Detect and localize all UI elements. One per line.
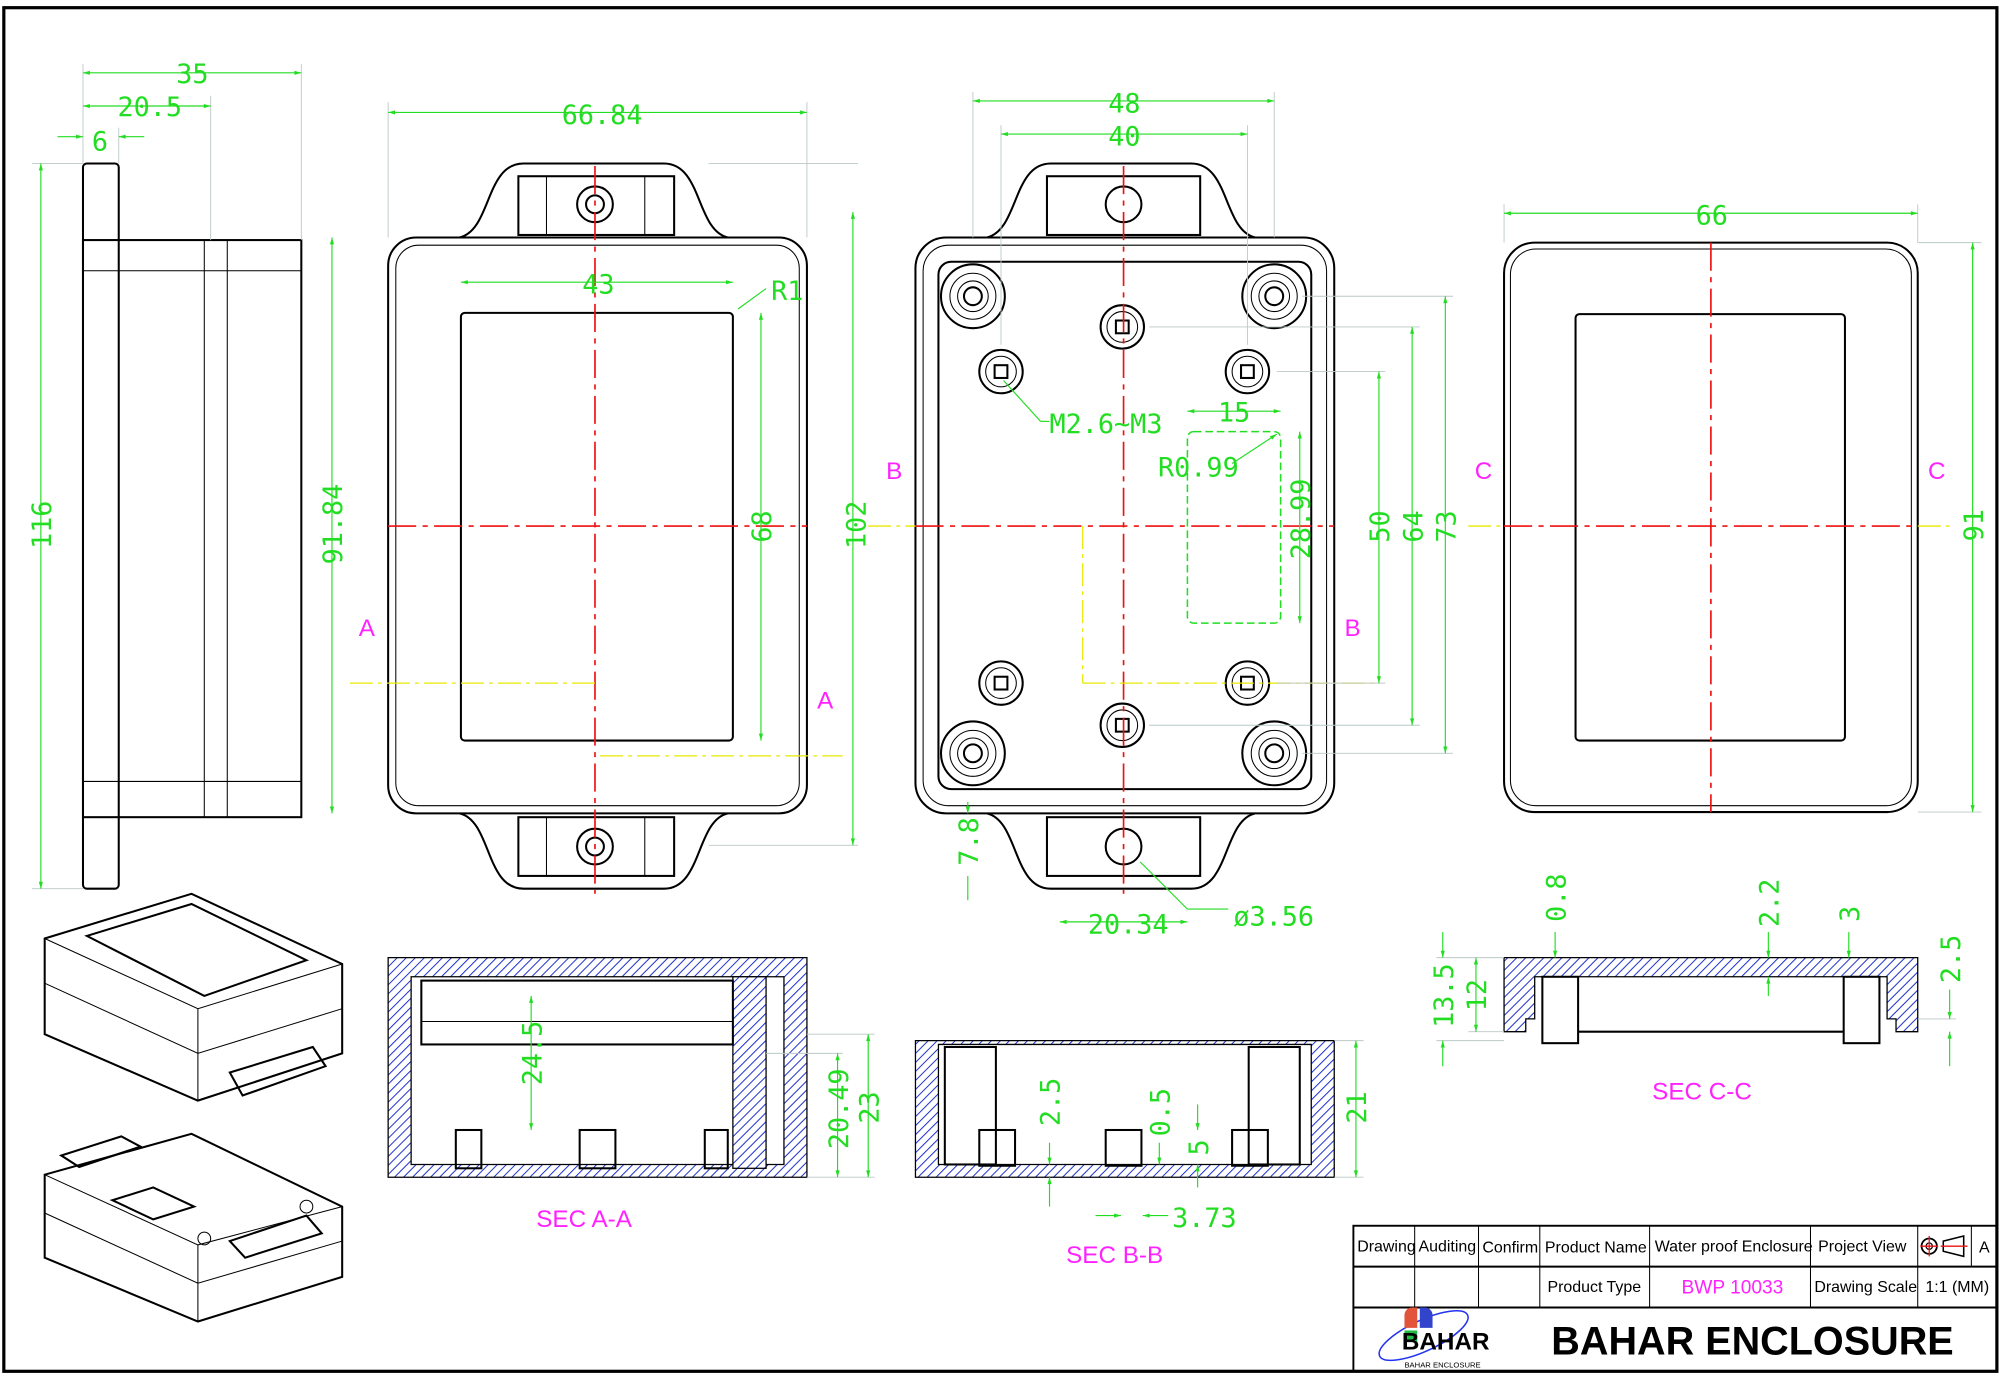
dim-91-84: 91.84 [318, 484, 349, 565]
dim-2-5-b: 2.5 [1036, 1078, 1067, 1126]
tb-auditing: Auditing [1419, 1238, 1477, 1255]
section-a-a: 24.5 20.49 23 SEC A-A [387, 956, 885, 1233]
corner-bosses [939, 263, 1308, 787]
tb-product-name: Water proof Enclosure [1655, 1238, 1813, 1255]
dim-24-5: 24.5 [517, 1021, 548, 1086]
section-mark-b-right: B [1344, 615, 1360, 642]
dim-21: 21 [1342, 1091, 1373, 1123]
dim-7-8: 7.8 [954, 817, 985, 865]
section-mark-b-left: B [886, 458, 902, 485]
section-mark-c-left: C [1475, 458, 1493, 485]
dim-r0-99: R0.99 [1158, 452, 1239, 483]
section-b-b-label: SEC B-B [1066, 1242, 1163, 1269]
dim-hole-dia: ø3.56 [1233, 902, 1314, 933]
logo-subtext: BAHAR ENCLOSURE [1404, 1360, 1480, 1369]
company-name: BAHAR ENCLOSURE [1551, 1320, 1953, 1364]
section-mark-a-right: A [817, 688, 834, 715]
tb-product-type-label: Product Type [1547, 1279, 1641, 1296]
tb-confirm: Confirm [1482, 1240, 1538, 1257]
dim-91: 91 [1959, 509, 1990, 541]
dim-48: 48 [1108, 88, 1140, 119]
dim-116: 116 [27, 501, 58, 549]
dim-73: 73 [1432, 510, 1463, 542]
drawing-border [2, 6, 1999, 1373]
dim-23: 23 [854, 1091, 885, 1123]
dim-3-73: 3.73 [1172, 1203, 1237, 1234]
dim-5: 5 [1184, 1139, 1215, 1155]
tb-scale: 1:1 (MM) [1925, 1279, 1989, 1296]
dim-28-99: 28.99 [1286, 479, 1317, 560]
dim-15: 15 [1218, 397, 1250, 428]
side-view: 35 20.5 6 116 [27, 59, 303, 890]
right-view: 66 91 C C [1468, 201, 1990, 814]
dim-66-84: 66.84 [562, 100, 643, 131]
dim-20-49: 20.49 [824, 1068, 855, 1149]
dim-50: 50 [1365, 510, 1396, 542]
dim-2-5-c: 2.5 [1936, 935, 1967, 983]
dim-68: 68 [747, 510, 778, 542]
isometric-view-top [43, 892, 344, 1102]
section-mark-a-left: A [359, 615, 376, 642]
section-a-a-label: SEC A-A [536, 1206, 633, 1233]
dim-20-34: 20.34 [1088, 909, 1169, 940]
title-block: Drawing Auditing Confirm Product Name Wa… [1352, 1224, 1998, 1373]
tb-drawing: Drawing [1357, 1238, 1415, 1255]
dim-6: 6 [92, 127, 108, 158]
dim-20-5: 20.5 [117, 92, 182, 123]
dim-64: 64 [1398, 510, 1429, 542]
dim-43: 43 [582, 270, 614, 301]
logo-text: BAHAR [1402, 1329, 1490, 1356]
thread-callout: M2.6~M3 [1050, 409, 1163, 440]
tb-revision: A [1979, 1240, 1990, 1257]
projection-symbol-icon [1920, 1234, 1968, 1258]
section-mark-c-right: C [1928, 458, 1946, 485]
dim-12: 12 [1462, 979, 1493, 1011]
dim-35: 35 [176, 59, 208, 90]
section-b-b: 2.5 0.5 5 3.73 21 SEC B-B [914, 1039, 1373, 1269]
dim-3-c: 3 [1835, 906, 1866, 922]
tb-product-type: BWP 10033 [1682, 1277, 1784, 1298]
section-c-c: 0.8 2.2 3 13.5 12 2.5 SEC C-C [1429, 873, 1967, 1105]
dim-102: 102 [842, 501, 873, 549]
tb-project-view-label: Project View [1818, 1238, 1907, 1255]
tb-scale-label: Drawing Scale [1814, 1279, 1917, 1296]
dim-66: 66 [1696, 201, 1728, 232]
dim-2-2: 2.2 [1755, 879, 1786, 927]
dim-0-5: 0.5 [1146, 1088, 1177, 1136]
bahar-logo: BAHAR BAHAR ENCLOSURE [1378, 1307, 1490, 1369]
dim-40: 40 [1108, 122, 1140, 153]
tb-product-name-label: Product Name [1545, 1240, 1647, 1257]
isometric-view-bottom [43, 1132, 344, 1323]
cutout-outline [1186, 430, 1282, 624]
dim-13-5: 13.5 [1429, 963, 1460, 1028]
back-view: 48 40 M2.6~M3 15 R0.99 28.99 50 64 73 7.… [868, 88, 1463, 940]
dim-r1: R1 [771, 276, 803, 307]
front-view: 66.84 43 R1 91.84 68 102 A A [318, 100, 873, 894]
section-c-c-label: SEC C-C [1652, 1078, 1752, 1105]
dim-0-8: 0.8 [1541, 873, 1572, 921]
